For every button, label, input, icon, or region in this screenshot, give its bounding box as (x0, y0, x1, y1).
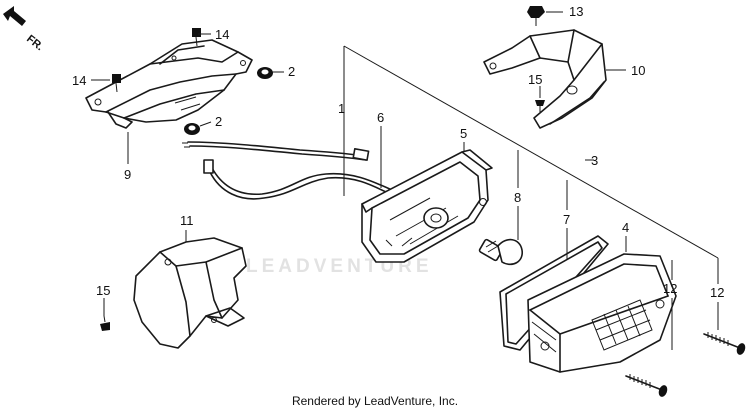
screw-15-lower (100, 315, 110, 331)
callout-5: 5 (460, 126, 467, 141)
callout-10: 10 (631, 63, 645, 78)
callout-13: 13 (569, 4, 583, 19)
direction-label: FR. (24, 33, 45, 53)
callout-1: 1 (338, 101, 345, 116)
light-cover-lower (133, 237, 247, 349)
nut-2-upper (257, 67, 273, 79)
screw-12-right (703, 332, 746, 355)
bolt-13 (527, 6, 545, 26)
callout-15-lower: 15 (96, 283, 110, 298)
bolt-14-upper (192, 28, 201, 47)
bolt-14-left (112, 74, 121, 93)
callout-14-left: 14 (72, 73, 86, 88)
callout-7: 7 (563, 212, 570, 227)
taillight-bracket (85, 39, 253, 129)
callout-12-right: 12 (710, 285, 724, 300)
taillight-housing (361, 149, 493, 263)
nut-2-lower (184, 123, 200, 135)
callout-12-middle: 12 (663, 281, 677, 296)
wire-harness (182, 141, 393, 200)
taillight-bulb (478, 238, 523, 266)
screw-12-left (625, 374, 668, 397)
callout-9: 9 (124, 167, 131, 182)
callout-11: 11 (180, 213, 194, 228)
light-cover-top (483, 29, 607, 129)
callout-2-lower: 2 (215, 114, 222, 129)
taillight-lens (499, 235, 677, 373)
callout-2-upper: 2 (288, 64, 295, 79)
leader-lines (91, 11, 719, 350)
callout-14-upper: 14 (215, 27, 229, 42)
callout-4: 4 (622, 220, 629, 235)
callout-3: 3 (591, 153, 598, 168)
callout-8: 8 (514, 190, 521, 205)
front-direction-arrow: FR. (3, 6, 46, 53)
callout-15-upper: 15 (528, 72, 542, 87)
callouts: 1 2 2 3 4 5 6 7 8 9 10 11 12 12 13 14 14… (72, 4, 724, 300)
render-credit: Rendered by LeadVenture, Inc. (291, 394, 459, 408)
screw-15-upper (535, 100, 545, 112)
callout-6: 6 (377, 110, 384, 125)
